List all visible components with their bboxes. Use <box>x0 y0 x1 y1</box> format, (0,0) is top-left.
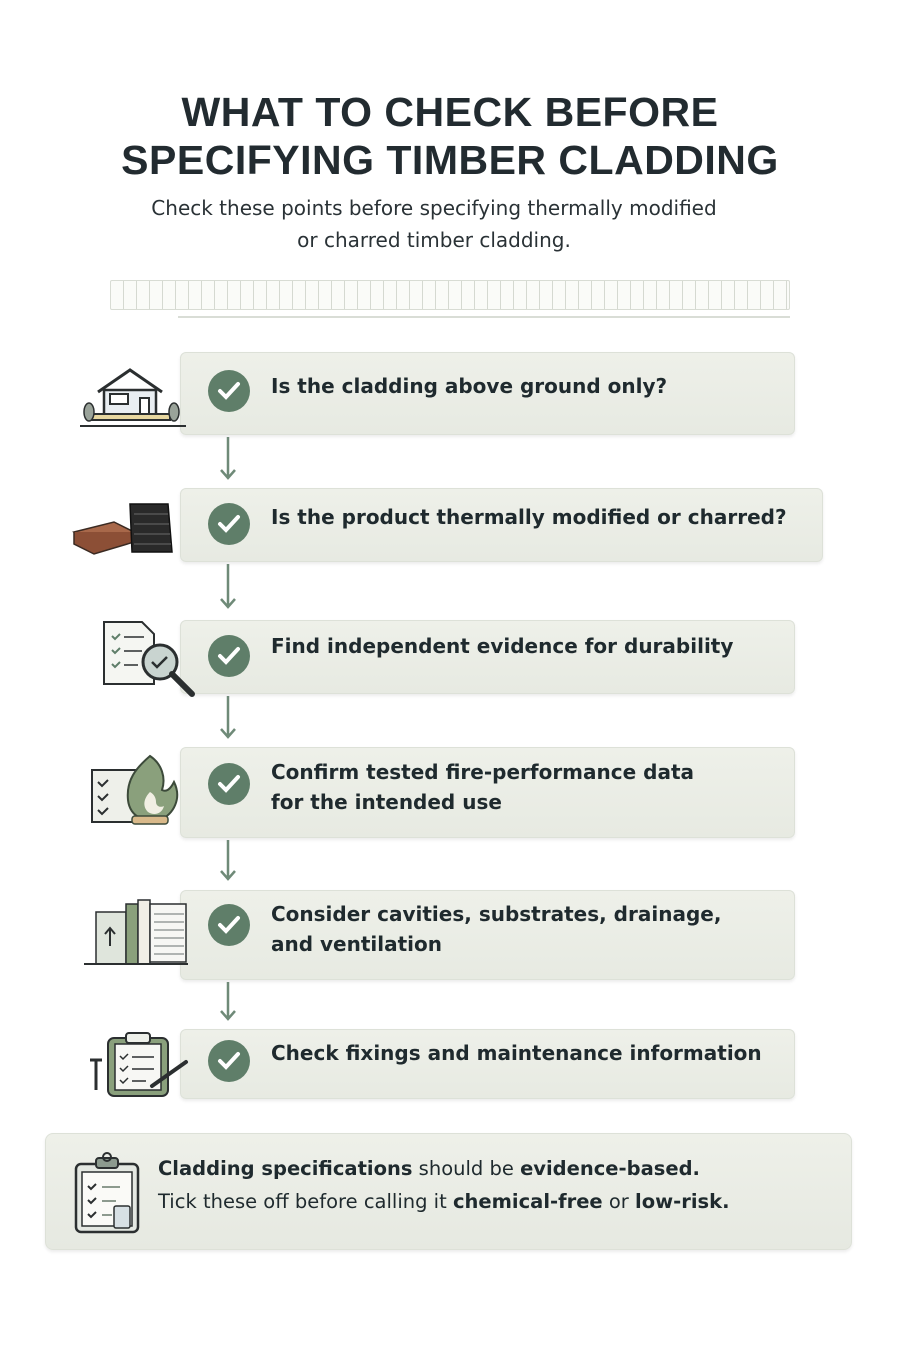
step-card-2: Is the product thermally modified or cha… <box>180 488 823 562</box>
step-card-5: Consider cavities, substrates, drainage,… <box>180 890 795 980</box>
clipboard-screw-icon <box>90 1032 188 1097</box>
arrow-down-icon <box>220 982 236 1021</box>
step-card-1: Is the cladding above ground only? <box>180 352 795 435</box>
arrow-down-icon <box>220 696 236 739</box>
arrow-down-icon <box>220 437 236 480</box>
house-icon <box>80 368 186 427</box>
check-icon <box>208 1040 250 1082</box>
check-icon <box>208 503 250 545</box>
ruler-decoration <box>110 280 790 310</box>
step-card-6: Check fixings and maintenance informatio… <box>180 1029 795 1099</box>
document-magnifier-icon <box>103 621 195 697</box>
step-text: Find independent evidence for durability <box>271 634 734 658</box>
step-text: Check fixings and maintenance informatio… <box>271 1041 762 1065</box>
arrow-down-icon <box>220 564 236 609</box>
wall-layers-icon <box>84 899 188 965</box>
step-card-3: Find independent evidence for durability <box>180 620 795 694</box>
step-text: Consider cavities, substrates, drainage,… <box>271 902 722 956</box>
summary-line-1: Cladding specifications should be eviden… <box>158 1157 700 1180</box>
summary-card: Cladding specifications should be eviden… <box>45 1133 852 1250</box>
check-icon <box>208 635 250 677</box>
divider <box>178 316 790 318</box>
check-icon <box>208 370 250 412</box>
arrow-down-icon <box>220 840 236 881</box>
clipboard-checklist-icon <box>74 1152 140 1234</box>
fire-checklist-icon <box>91 754 179 825</box>
step-text: Is the product thermally modified or cha… <box>271 505 787 529</box>
step-text: Is the cladding above ground only? <box>271 374 668 398</box>
timber-boards-icon <box>72 503 173 555</box>
summary-line-2: Tick these off before calling it chemica… <box>158 1190 730 1213</box>
check-icon <box>208 904 250 946</box>
check-icon <box>208 763 250 805</box>
subtitle: Check these points before specifying the… <box>151 196 717 252</box>
